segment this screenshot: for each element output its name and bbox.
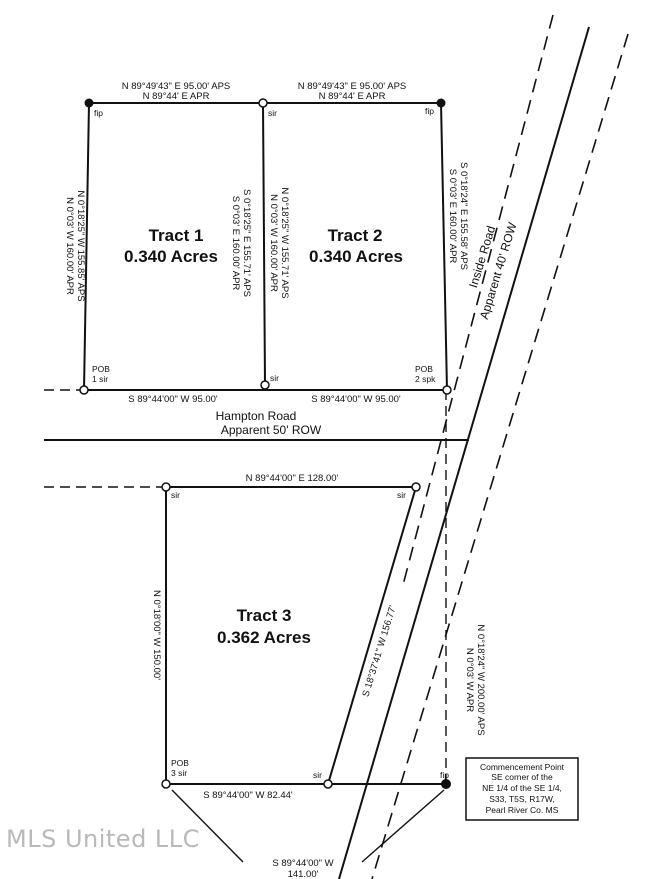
tract2-area: 0.340 Acres (309, 247, 403, 266)
tract1-north-apr: N 89°44' E APR (143, 91, 210, 102)
fip-label-nw: fip (94, 108, 103, 118)
tract1-south-bearing: S 89°44'00" W 95.00' (128, 394, 218, 405)
pob1-label: POB (92, 364, 110, 374)
commencement-tie-aps: N 0°18'24" W 200.00' APS (475, 624, 486, 735)
bottom-bearing-line1: S 89°44'00" W (272, 858, 333, 869)
sir-label-t3-se: sir (313, 770, 322, 780)
tract3-east-bearing: S 18°37'41" W 156.77' (360, 604, 398, 698)
tract1-north-aps: N 89°49'43" E 95.00' APS (122, 81, 231, 92)
tract2-south-bearing: S 89°44'00" W 95.00' (311, 394, 401, 405)
sir-label-south: sir (270, 373, 279, 383)
tract2-north-apr: N 89°44' E APR (319, 91, 386, 102)
sir-marker-north (258, 98, 268, 108)
commencement-line2: SE corner of the (491, 772, 553, 782)
tract3-west-bearing: N 0°18'00" W 150.00' (151, 590, 162, 680)
tract1-area: 0.340 Acres (124, 247, 218, 266)
sir-label-north: sir (268, 108, 277, 118)
commencement-line3: NE 1/4 of the SE 1/4, (482, 783, 562, 793)
tract2-west-aps: N 0°18'25" W 155.71' APS (279, 187, 290, 298)
tract3-north-bearing: N 89°44'00" E 128.00' (246, 473, 339, 484)
inside-road-east-line (371, 33, 629, 879)
sir-marker-t3-ne (411, 482, 421, 492)
sir-marker-t3-se (323, 779, 333, 789)
inside-road (338, 14, 629, 879)
corner-markers (79, 98, 452, 789)
commencement-tie-apr: N 0°03' W APR (464, 648, 475, 712)
tract2-west-apr: N 0°03' W 160.00' APR (268, 194, 279, 292)
pob1-sublabel: 1 sir (92, 374, 108, 384)
tract2-east-aps: S 0°18'24" E 155.58' APS (458, 162, 469, 270)
tract-divider-line (262, 102, 266, 386)
commencement-line1: Commencement Point (480, 762, 565, 772)
watermark: MLS United LLC (6, 825, 200, 853)
tract2-north-aps: N 89°49'43" E 95.00' APS (298, 81, 407, 92)
pob3-marker (161, 779, 171, 789)
fip-marker-nw (84, 98, 94, 108)
inside-road-west-line (402, 14, 554, 586)
pob1-marker (79, 385, 89, 395)
pob3-sublabel: 3 sir (171, 768, 187, 778)
tract1-name: Tract 1 (149, 226, 204, 245)
commencement-box: Commencement Point SE corner of the NE 1… (465, 757, 579, 821)
fip-label-commencement: fip (440, 770, 449, 780)
fip-marker-ne (436, 98, 446, 108)
tract3-east-line (327, 486, 417, 785)
commencement-line4: S33, T5S, R17W, (489, 794, 555, 804)
tract1-west-aps: N 0°18'25" W 155.85' APS (75, 190, 86, 301)
leader-right (361, 789, 445, 863)
fip-label-ne: fip (425, 106, 434, 116)
sir-marker-t3-nw (161, 482, 171, 492)
tract1-west-line (83, 102, 90, 391)
bottom-leader (171, 789, 445, 863)
leader-left (171, 789, 244, 863)
hampton-road (44, 389, 469, 488)
pob2-sublabel: 2 spk (415, 374, 436, 384)
hampton-road-name: Hampton Road (216, 409, 297, 423)
tract3-south-bearing: S 89°44'00" W 82.44' (203, 790, 293, 801)
sir-label-t3-ne: sir (397, 490, 406, 500)
pob3-label: POB (171, 758, 189, 768)
tract1-east-aps: S 0°18'25" E 155.71' APS (241, 189, 252, 297)
fip-marker-commencement (441, 779, 451, 789)
pob2-marker (442, 385, 452, 395)
tract1-west-apr: N 0°03' W 160.00' APR (64, 197, 75, 295)
sir-marker-south (260, 380, 270, 390)
tract2-name: Tract 2 (328, 226, 383, 245)
tract2-east-apr: S 0°03' E 160.00' APR (447, 169, 458, 264)
tract2-east-line (440, 102, 448, 391)
tract3-boundary (165, 390, 447, 785)
commencement-box-frame (465, 757, 579, 821)
bottom-bearing-line2: 141.00' (288, 869, 319, 879)
tract1-east-apr: S 0°03' E 160.00' APR (230, 196, 241, 291)
tract3-area: 0.362 Acres (217, 628, 311, 647)
inside-road-centerline (338, 26, 590, 879)
tract3-name: Tract 3 (237, 606, 292, 625)
sir-label-t3-nw: sir (171, 490, 180, 500)
commencement-line5: Pearl River Co. MS (486, 805, 559, 815)
hampton-road-row: Apparent 50' ROW (221, 423, 322, 437)
pob2-label: POB (415, 364, 433, 374)
